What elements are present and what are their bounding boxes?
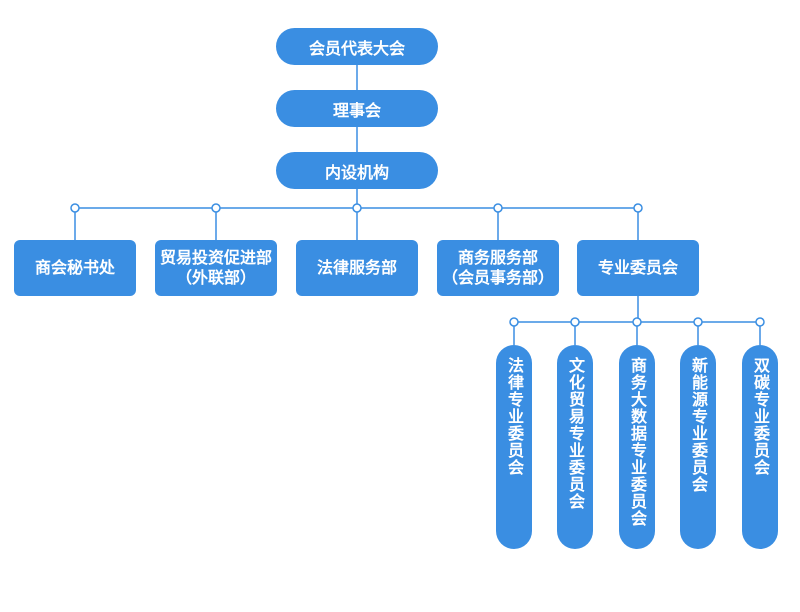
committee-new-energy[interactable]: 新能源专业委员会: [680, 345, 716, 549]
dept-special-committees[interactable]: 专业委员会: [577, 240, 699, 296]
committee-business-bigdata-label: 商务大数据专业委员会: [628, 357, 647, 527]
dept-legal-services[interactable]: 法律服务部: [296, 240, 418, 296]
connector-dot: [633, 203, 643, 213]
connector-dot: [755, 317, 765, 327]
connector-dot: [632, 317, 642, 327]
committee-new-energy-label: 新能源专业委员会: [689, 357, 708, 493]
committee-dual-carbon[interactable]: 双碳专业委员会: [742, 345, 778, 549]
committee-culture-trade[interactable]: 文化贸易专业委员会: [557, 345, 593, 549]
committee-dual-carbon-label: 双碳专业委员会: [751, 357, 770, 476]
council-label: 理事会: [332, 100, 381, 120]
connector-dot: [570, 317, 580, 327]
committee-business-bigdata[interactable]: 商务大数据专业委员会: [619, 345, 655, 549]
connector-dot: [211, 203, 221, 213]
committee-legal[interactable]: 法律专业委员会: [496, 345, 532, 549]
council-node[interactable]: 理事会: [276, 90, 438, 127]
dept-trade-investment-label: 贸易投资促进部: [159, 248, 272, 267]
connector-dot: [509, 317, 519, 327]
member-congress-node[interactable]: 会员代表大会: [276, 28, 438, 65]
member-congress-label: 会员代表大会: [308, 38, 405, 58]
committee-culture-trade-label: 文化贸易专业委员会: [566, 357, 585, 510]
dept-business-services-sublabel: （会员事务部）: [441, 268, 554, 287]
internal-agencies-label: 内设机构: [324, 162, 389, 182]
connector-dot: [352, 203, 362, 213]
dept-business-services[interactable]: 商务服务部 （会员事务部）: [437, 240, 559, 296]
connector-dot: [693, 317, 703, 327]
dept-legal-services-label: 法律服务部: [316, 258, 397, 277]
internal-agencies-node[interactable]: 内设机构: [276, 152, 438, 189]
connector-dot: [70, 203, 80, 213]
dept-special-committees-label: 专业委员会: [597, 258, 678, 277]
dept-trade-investment[interactable]: 贸易投资促进部 （外联部）: [155, 240, 277, 296]
dept-trade-investment-sublabel: （外联部）: [175, 268, 256, 287]
dept-business-services-label: 商务服务部: [457, 248, 538, 267]
connector-dot: [493, 203, 503, 213]
dept-secretariat[interactable]: 商会秘书处: [14, 240, 136, 296]
dept-secretariat-label: 商会秘书处: [34, 258, 115, 277]
committee-legal-label: 法律专业委员会: [505, 357, 524, 476]
